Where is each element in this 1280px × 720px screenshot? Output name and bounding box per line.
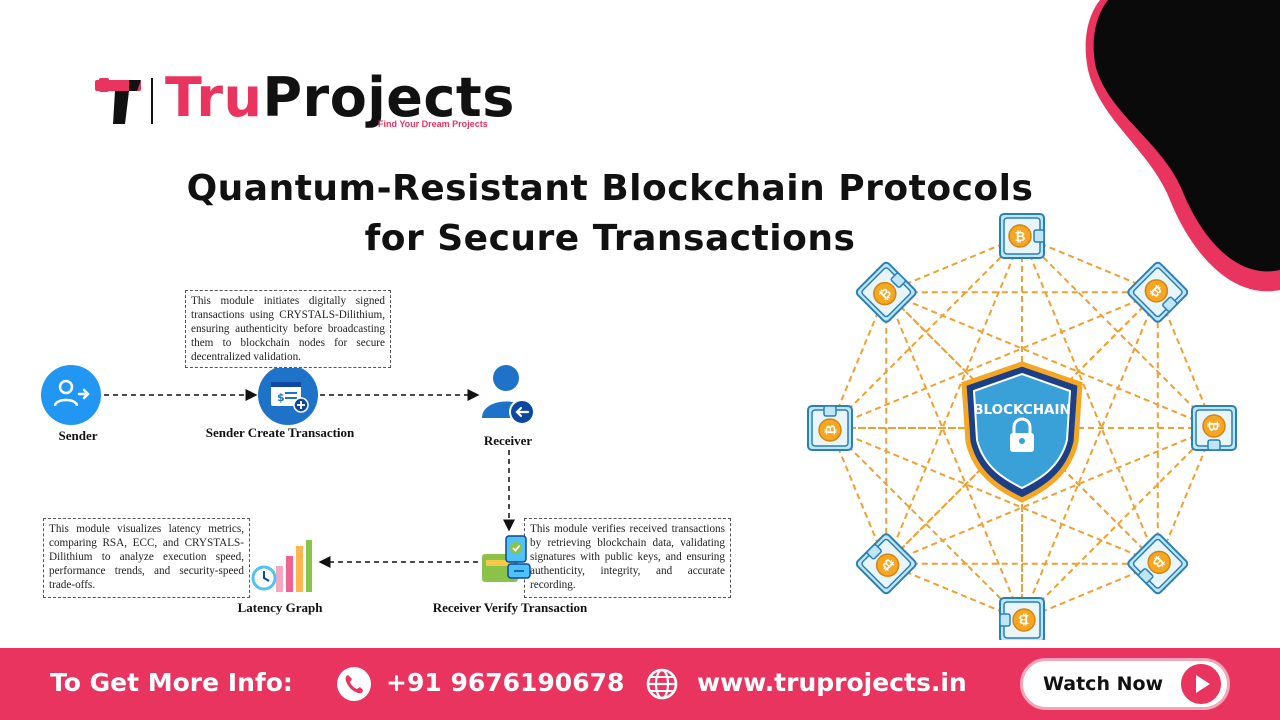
bitcoin-wallet-icon: ₿: [855, 533, 917, 595]
watch-now-label: Watch Now: [1043, 673, 1164, 695]
svg-text:₿: ₿: [1205, 421, 1220, 432]
network-link: [1021, 235, 1215, 429]
blockchain-network: ₿ ₿ ₿ ₿ ₿ ₿ ₿ ₿ BLOCKCHAIN: [807, 213, 1237, 640]
network-link: [1021, 235, 1159, 565]
network-link: [1021, 427, 1215, 621]
sender-icon: [41, 365, 101, 425]
bitcoin-wallet-icon: ₿: [1191, 405, 1237, 451]
tp-logo-icon: [95, 78, 141, 124]
brand-name: TruProjects: [165, 66, 515, 129]
network-link: [1021, 291, 1159, 621]
info-label: To Get More Info:: [50, 668, 293, 697]
network-link: [829, 235, 1023, 429]
sender-create-label: Sender Create Transaction: [205, 425, 355, 440]
network-link: [829, 427, 1159, 565]
brand-tagline: Find Your Dream Projects: [378, 119, 488, 129]
sender-label: Sender: [58, 428, 98, 443]
page-title-line1: Quantum-Resistant Blockchain Protocols: [186, 168, 1034, 209]
network-link: [885, 291, 1215, 429]
footer-bar: To Get More Info: +91 9676190678 www.tru…: [0, 648, 1280, 720]
bitcoin-wallet-icon: ₿: [999, 597, 1045, 640]
play-icon: [1181, 664, 1221, 704]
phone-number[interactable]: +91 9676190678: [386, 668, 625, 697]
network-link: [829, 291, 1159, 429]
watch-now-button[interactable]: Watch Now: [1020, 658, 1230, 710]
brand-separator: [151, 78, 153, 124]
network-link: [885, 291, 1023, 621]
phone-icon: [337, 667, 371, 701]
latency-description: This module visualizes latency metrics, …: [43, 518, 250, 598]
svg-text:₿: ₿: [1019, 611, 1030, 626]
bitcoin-wallet-icon: ₿: [855, 261, 917, 323]
corner-decoration: [1085, 0, 1280, 292]
receiver-icon: [482, 365, 535, 425]
create-description: This module initiates digitally signed t…: [185, 290, 391, 368]
bitcoin-wallet-icon: ₿: [1127, 261, 1189, 323]
receiver-label: Receiver: [483, 433, 533, 448]
brand-logo[interactable]: TruProjects Find Your Dream Projects: [95, 66, 515, 132]
network-link: [885, 235, 1023, 565]
bitcoin-wallet-icon: ₿: [1127, 533, 1189, 595]
blockchain-center-label: BLOCKCHAIN: [973, 402, 1071, 418]
flow-arrows: [104, 389, 515, 568]
receiver-verify-label: Receiver Verify Transaction: [432, 600, 588, 615]
latency-graph-icon: [251, 540, 312, 592]
brand-name-tru: Tru: [165, 66, 263, 129]
verify-description: This module verifies received transactio…: [524, 518, 731, 598]
globe-icon: [646, 668, 678, 700]
svg-text:$: $: [277, 391, 285, 404]
bitcoin-wallet-icon: ₿: [807, 405, 853, 451]
svg-text:₿: ₿: [1015, 230, 1026, 245]
lock-shield-icon: BLOCKCHAIN: [961, 361, 1083, 503]
transaction-verify-icon: [482, 535, 531, 582]
latency-graph-label: Latency Graph: [237, 600, 323, 615]
bitcoin-wallet-icon: ₿: [999, 213, 1045, 259]
network-link: [885, 427, 1215, 565]
transaction-create-icon: $: [258, 365, 318, 425]
website-link[interactable]: www.truprojects.in: [697, 668, 967, 697]
page-title-line2: for Secure Transactions: [364, 218, 856, 259]
network-link: [829, 427, 1023, 621]
brand-name-projects: Projects: [262, 66, 515, 129]
svg-text:₿: ₿: [824, 425, 839, 436]
